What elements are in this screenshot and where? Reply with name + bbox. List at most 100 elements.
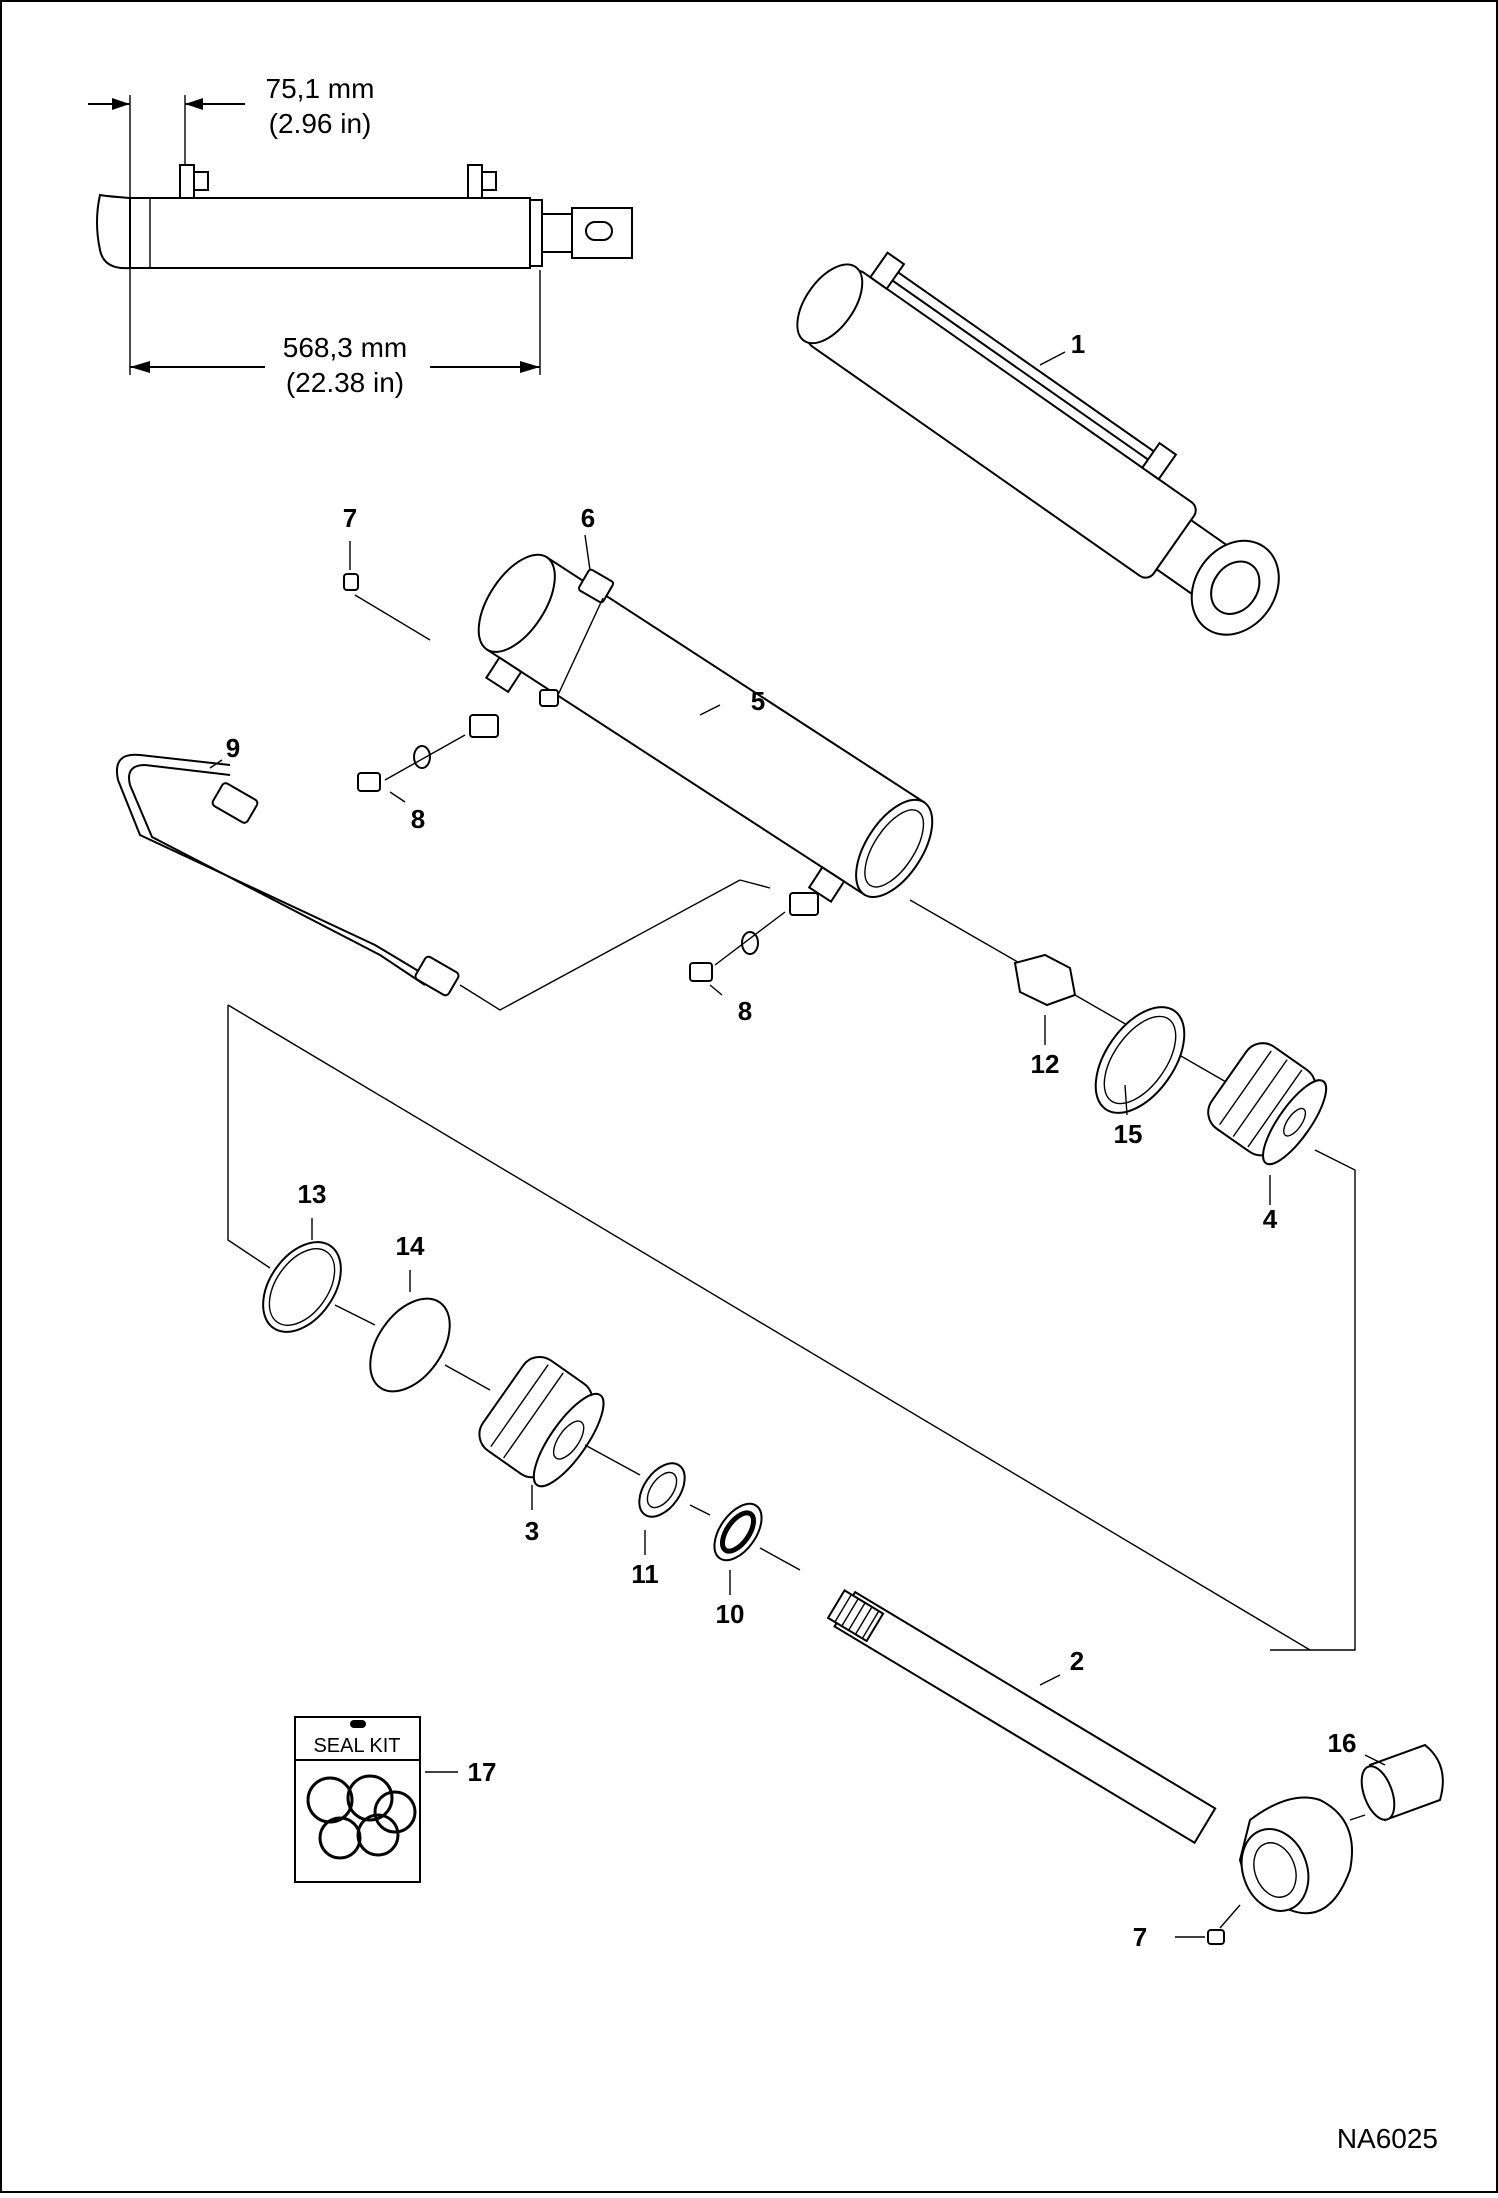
piston-face xyxy=(1262,1079,1328,1166)
piston-seal-inner xyxy=(1103,1015,1177,1105)
leader-6 xyxy=(584,534,591,571)
barrel-base-end xyxy=(477,553,556,653)
tube-nut-upper xyxy=(211,782,259,824)
axis-line-plug xyxy=(557,597,604,696)
callout-10: 10 xyxy=(716,1599,745,1629)
elbow-fitting xyxy=(789,892,819,916)
gland-groove xyxy=(503,1372,564,1459)
callout-13: 13 xyxy=(298,1179,327,1209)
tube-nut-lower xyxy=(414,955,460,997)
assembled-fitting xyxy=(868,251,906,291)
axis-line xyxy=(584,1444,641,1476)
rod-thread xyxy=(841,1598,859,1627)
rod-eye-bore xyxy=(1253,1842,1297,1898)
piston-nut xyxy=(1013,953,1077,1007)
plug-seat xyxy=(539,689,559,707)
backup-ring xyxy=(262,1241,342,1333)
rod-seal xyxy=(638,1462,686,1518)
barrel-open-end xyxy=(855,798,934,899)
barrel-assembly xyxy=(477,553,934,903)
fitting-group-upper xyxy=(357,714,499,803)
seal-kit-ring xyxy=(373,1790,417,1834)
elbow-fitting xyxy=(469,714,499,738)
base-end-side-view xyxy=(96,193,131,270)
callout-8-upper: 8 xyxy=(411,804,425,834)
axis-line xyxy=(759,1547,801,1571)
seal-kit: SEAL KIT xyxy=(294,1716,458,1883)
barrel-side-view xyxy=(129,197,531,269)
callout-4: 4 xyxy=(1263,1204,1278,1234)
plug-fitting xyxy=(357,772,381,792)
assembled-rod-eye-bore xyxy=(1210,560,1261,615)
axis-line xyxy=(384,734,466,781)
gland xyxy=(478,1355,605,1488)
assembled-tube xyxy=(885,275,1157,467)
callout-16: 16 xyxy=(1328,1728,1357,1758)
hydraulic-tube xyxy=(116,753,771,1011)
rod-thread xyxy=(848,1602,866,1631)
o-ring xyxy=(413,745,431,769)
piston-bore xyxy=(1283,1107,1307,1137)
gland-side-view xyxy=(529,199,543,267)
callout-2: 2 xyxy=(1070,1646,1084,1676)
axis-line-tube xyxy=(459,879,741,1011)
callout-11: 11 xyxy=(631,1559,659,1589)
rod-seal-inner xyxy=(646,1471,678,1509)
rod-threaded-end xyxy=(826,1589,885,1643)
callout-9: 9 xyxy=(226,733,240,763)
rod-thread xyxy=(861,1610,880,1639)
assembly-axis-line xyxy=(227,1004,1311,1651)
callout-5: 5 xyxy=(751,686,765,716)
rod-eye-side-view xyxy=(571,207,633,259)
assembled-fitting xyxy=(1140,441,1178,481)
callout-7-top: 7 xyxy=(343,503,357,533)
axis-line xyxy=(1349,1814,1366,1821)
gland-face xyxy=(532,1392,605,1488)
barrel-open-end-inner xyxy=(864,809,925,888)
callout-17: 17 xyxy=(468,1757,497,1787)
dim-arrow xyxy=(185,98,203,110)
fitting-group-lower xyxy=(689,892,819,996)
assembled-tube-edge xyxy=(891,266,1163,458)
piston xyxy=(1207,1042,1328,1166)
piston-groove xyxy=(1247,1069,1303,1148)
tube-outer xyxy=(116,753,426,976)
port-nut-side xyxy=(193,171,209,191)
leader-9 xyxy=(209,759,223,769)
dim-arrow xyxy=(520,361,540,373)
leader-5 xyxy=(699,704,721,716)
rod-thread xyxy=(854,1606,873,1635)
port-nut-side xyxy=(481,171,497,191)
rod-eye xyxy=(1238,1796,1353,1915)
leader-8a xyxy=(389,791,406,803)
callout-7-bottom: 7 xyxy=(1133,1922,1147,1952)
axis-line xyxy=(689,1504,711,1516)
seal-kit-hanger xyxy=(350,1720,366,1728)
callout-1: 1 xyxy=(1071,329,1085,359)
piston-seal xyxy=(1094,1006,1186,1114)
dim-length-mm: 568,3 mm xyxy=(283,332,408,363)
piston-rod xyxy=(826,1589,1217,1845)
dim-arrow xyxy=(130,361,150,373)
grease-fitting xyxy=(1207,1929,1225,1945)
leader-15 xyxy=(1124,1084,1128,1116)
leader-16 xyxy=(1364,1754,1386,1766)
axis-line xyxy=(714,911,786,966)
seal-kit-ring xyxy=(356,1813,400,1857)
barrel-port-fitting xyxy=(484,656,523,694)
callout-8-lower: 8 xyxy=(738,996,752,1026)
callout-14: 14 xyxy=(396,1231,425,1261)
leader-8b xyxy=(709,984,723,996)
grease-fitting xyxy=(343,573,359,591)
o-ring-gland xyxy=(369,1297,451,1393)
bracket-line-right xyxy=(1270,1149,1356,1651)
gland-groove xyxy=(490,1364,549,1448)
port-fitting-side xyxy=(179,164,195,199)
piston-groove xyxy=(1232,1059,1288,1138)
o-ring xyxy=(741,931,759,955)
backup-ring-inner xyxy=(268,1248,336,1326)
rod-eye-hole xyxy=(585,221,613,241)
seal-kit-ring xyxy=(346,1774,394,1822)
axis-line-grease xyxy=(354,594,431,641)
